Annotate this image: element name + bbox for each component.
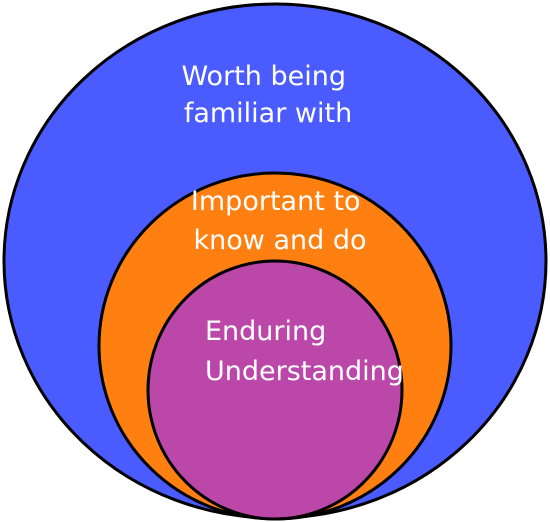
- middle-ring-label-line-2: know and do: [194, 225, 367, 256]
- inner-ring-label: Enduring Understanding: [205, 316, 404, 387]
- inner-ring-label-line-2: Understanding: [205, 356, 404, 387]
- outer-ring-label-line-1: Worth being: [181, 61, 346, 92]
- middle-ring-label: Important to know and do: [191, 186, 369, 256]
- inner-ring: [146, 259, 404, 521]
- inner-ring-label-line-1: Enduring: [205, 316, 326, 347]
- outer-ring-label-line-2: familiar with: [184, 98, 352, 129]
- middle-ring-label-line-1: Important to: [191, 186, 361, 217]
- inner-ring-group: Enduring Understanding: [146, 259, 404, 521]
- outer-ring-label: Worth being familiar with: [181, 61, 354, 129]
